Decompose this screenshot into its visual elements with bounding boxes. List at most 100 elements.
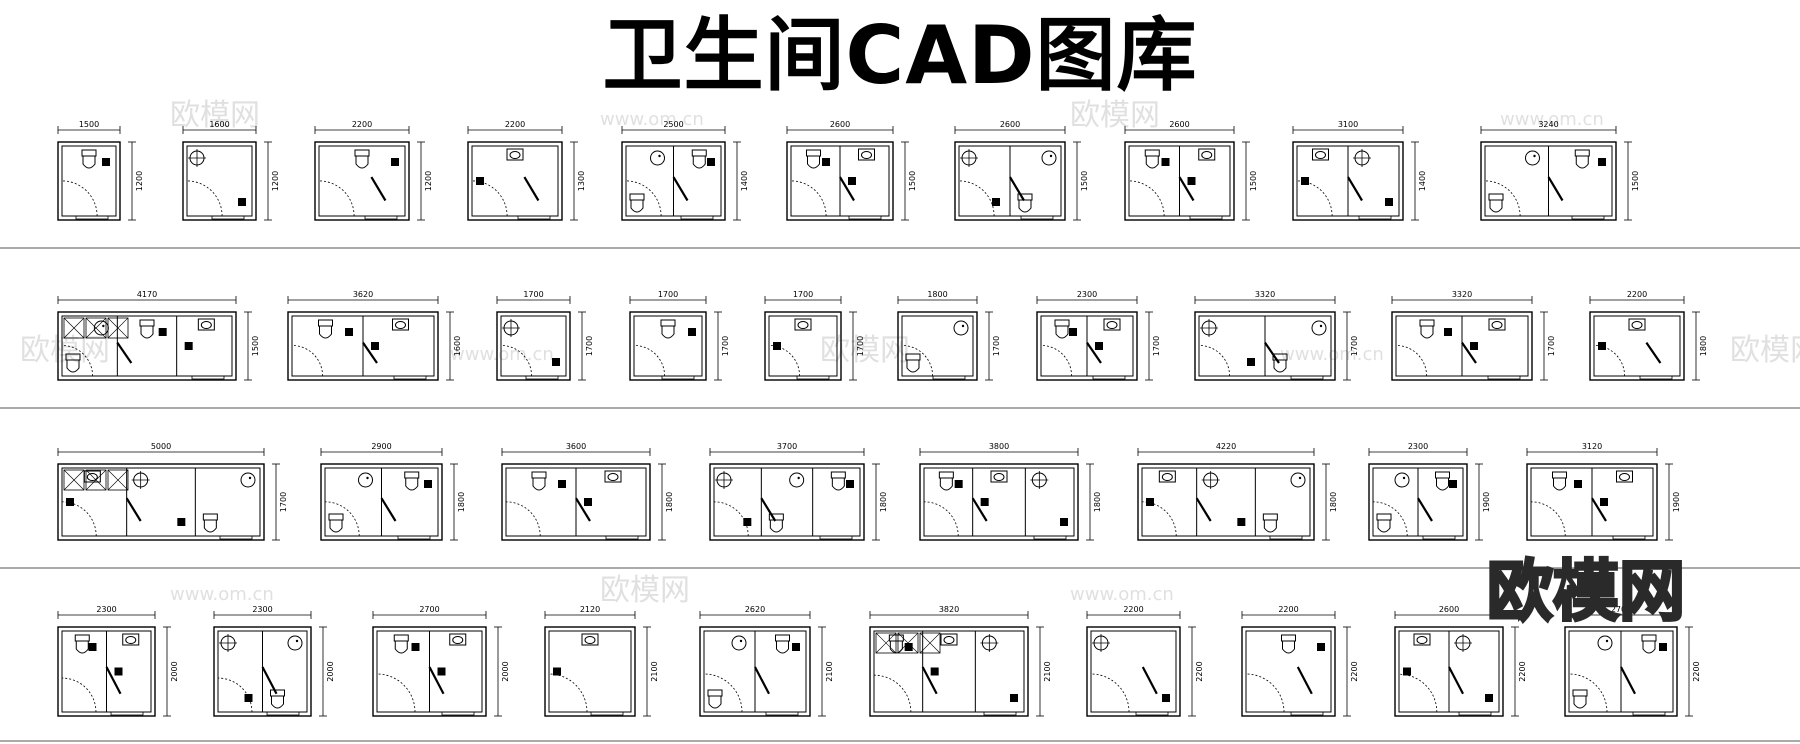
glass-door xyxy=(1195,497,1212,522)
round-basin-tap xyxy=(961,324,965,328)
toilet-bowl xyxy=(1489,200,1503,213)
dim-label-height: 1800 xyxy=(1329,492,1338,512)
floor-drain xyxy=(743,518,752,526)
glass-door xyxy=(1645,341,1662,364)
plan-outer-wall xyxy=(1292,141,1404,221)
glass-door xyxy=(839,176,855,202)
dim-label-width: 3120 xyxy=(1582,442,1602,451)
toilet-bowl xyxy=(1055,326,1069,339)
floor-drain xyxy=(244,694,253,702)
door-threshold xyxy=(1033,535,1067,540)
toilet-tank xyxy=(1262,513,1278,521)
cabinet-box xyxy=(85,469,107,491)
dim-label-height: 1900 xyxy=(1672,492,1681,512)
sink-counter xyxy=(1413,633,1431,646)
dim-label-width: 2620 xyxy=(745,605,765,614)
dim-label-height: 1900 xyxy=(1482,492,1491,512)
toilet-tank xyxy=(660,319,676,327)
dim-label-height: 1500 xyxy=(1631,171,1640,191)
bathroom-plan: 2620 2100 xyxy=(699,605,834,717)
door-threshold xyxy=(1092,375,1126,380)
brand-logo-text: 欧模网 xyxy=(1487,553,1685,630)
dim-label-height: 1500 xyxy=(251,336,260,356)
plan-outer-wall xyxy=(213,626,312,717)
toilet-bowl xyxy=(1575,156,1589,169)
door-threshold xyxy=(819,535,853,540)
dim-label-height: 2200 xyxy=(1350,661,1359,681)
plan-inner-wall xyxy=(61,467,261,537)
sink-counter xyxy=(1103,318,1121,331)
toilet-tank xyxy=(830,471,846,479)
floor-drain xyxy=(1449,480,1457,488)
door-swing-arc xyxy=(186,180,223,217)
cabinet-box xyxy=(897,632,919,654)
glass-door xyxy=(672,176,689,202)
toilet-tank xyxy=(393,634,409,642)
door-swing-arc xyxy=(1245,673,1285,713)
glass-door xyxy=(105,666,122,695)
toilet-tank xyxy=(775,634,790,642)
toilet-tank xyxy=(1572,689,1588,697)
plan-outer-wall xyxy=(182,141,257,221)
toilet-bowl xyxy=(203,520,217,533)
dim-label-width: 2120 xyxy=(580,605,600,614)
round-basin xyxy=(1311,320,1327,336)
plan-outer-wall xyxy=(496,311,571,381)
plan-outer-wall xyxy=(57,463,265,541)
dim-label-width: 3320 xyxy=(1255,290,1275,299)
door-swing-arc xyxy=(61,677,97,713)
round-basin-tap xyxy=(295,639,299,643)
floor-drain xyxy=(1069,328,1077,336)
dim-label-height: 1400 xyxy=(1418,171,1427,191)
toilet-tank xyxy=(938,471,954,479)
floor-drain xyxy=(1162,694,1170,702)
dim-label-width: 2600 xyxy=(1000,120,1020,129)
dim-label-height: 2100 xyxy=(825,661,834,681)
cabinet-cross xyxy=(85,469,107,491)
toilet-bowl xyxy=(394,641,408,654)
glass-door xyxy=(428,666,445,695)
dim-label-width: 3800 xyxy=(989,442,1009,451)
plan-inner-wall xyxy=(873,630,1025,713)
sink-basin xyxy=(1161,473,1173,481)
door-threshold xyxy=(75,215,109,220)
dim-label-height: 1700 xyxy=(721,336,730,356)
sink-basin xyxy=(200,321,212,329)
dim-label-width: 1500 xyxy=(79,120,99,129)
door-threshold xyxy=(796,375,830,380)
door-threshold xyxy=(1189,215,1223,220)
watermark-text: 欧模网 xyxy=(1070,98,1160,133)
door-swing-arc xyxy=(873,674,912,713)
dim-label-height: 1200 xyxy=(424,171,433,191)
toilet-bowl xyxy=(82,156,96,169)
plan-outer-wall xyxy=(1036,311,1138,381)
watermark-text: www.om.cn xyxy=(170,584,274,605)
sink-basin xyxy=(452,636,464,644)
round-basin-tap xyxy=(658,154,661,158)
round-basin xyxy=(789,472,805,488)
watermark-text: 欧模网 xyxy=(1730,333,1800,368)
sink-counter xyxy=(197,318,215,331)
door-threshold xyxy=(848,215,882,220)
round-basin-tap xyxy=(1049,154,1053,158)
sink-counter xyxy=(392,318,409,331)
dim-label-width: 5000 xyxy=(151,442,171,451)
toilet-bowl xyxy=(1273,360,1287,373)
plan-outer-wall xyxy=(544,626,636,717)
door-threshold xyxy=(1571,215,1605,220)
door-swing-arc xyxy=(500,345,532,377)
cabinet-cross xyxy=(919,632,941,654)
dim-label-height: 1800 xyxy=(1093,492,1102,512)
floor-drain xyxy=(1237,518,1246,526)
door-swing-arc xyxy=(1530,501,1566,537)
dim-label-height: 2100 xyxy=(650,661,659,681)
door-threshold xyxy=(1612,535,1646,540)
